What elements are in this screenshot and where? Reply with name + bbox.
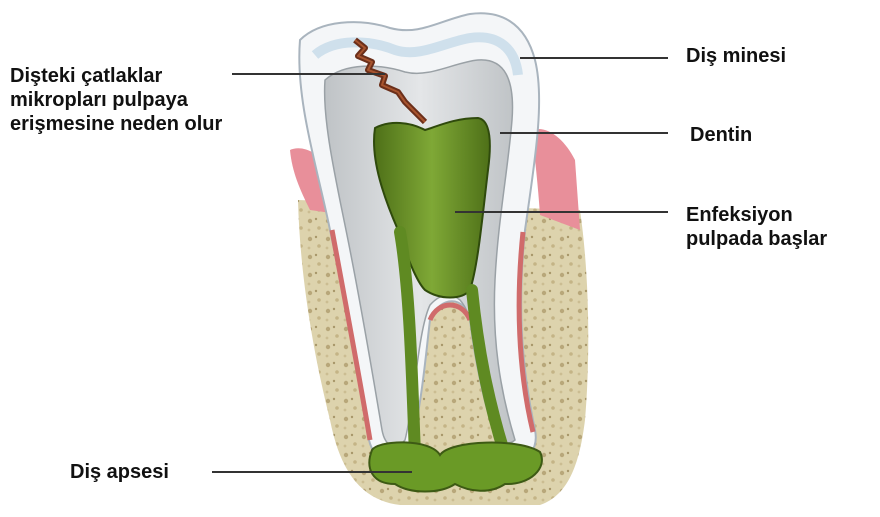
label-abscess: Diş apsesi <box>70 460 169 484</box>
label-dentin-text: Dentin <box>690 123 752 147</box>
label-cracks: Dişteki çatlaklar mikropları pulpaya eri… <box>10 64 222 136</box>
label-abscess-text: Diş apsesi <box>70 460 169 484</box>
label-cracks-line-2: mikropları pulpaya <box>10 88 222 112</box>
label-infection-line-2: pulpada başlar <box>686 227 827 251</box>
abscess <box>369 442 542 491</box>
label-enamel: Diş minesi <box>686 44 786 68</box>
label-enamel-text: Diş minesi <box>686 44 786 68</box>
label-infection: Enfeksiyon pulpada başlar <box>686 203 827 251</box>
label-infection-line-1: Enfeksiyon <box>686 203 827 227</box>
label-dentin: Dentin <box>690 123 752 147</box>
label-cracks-line-3: erişmesine neden olur <box>10 112 222 136</box>
label-cracks-line-1: Dişteki çatlaklar <box>10 64 222 88</box>
